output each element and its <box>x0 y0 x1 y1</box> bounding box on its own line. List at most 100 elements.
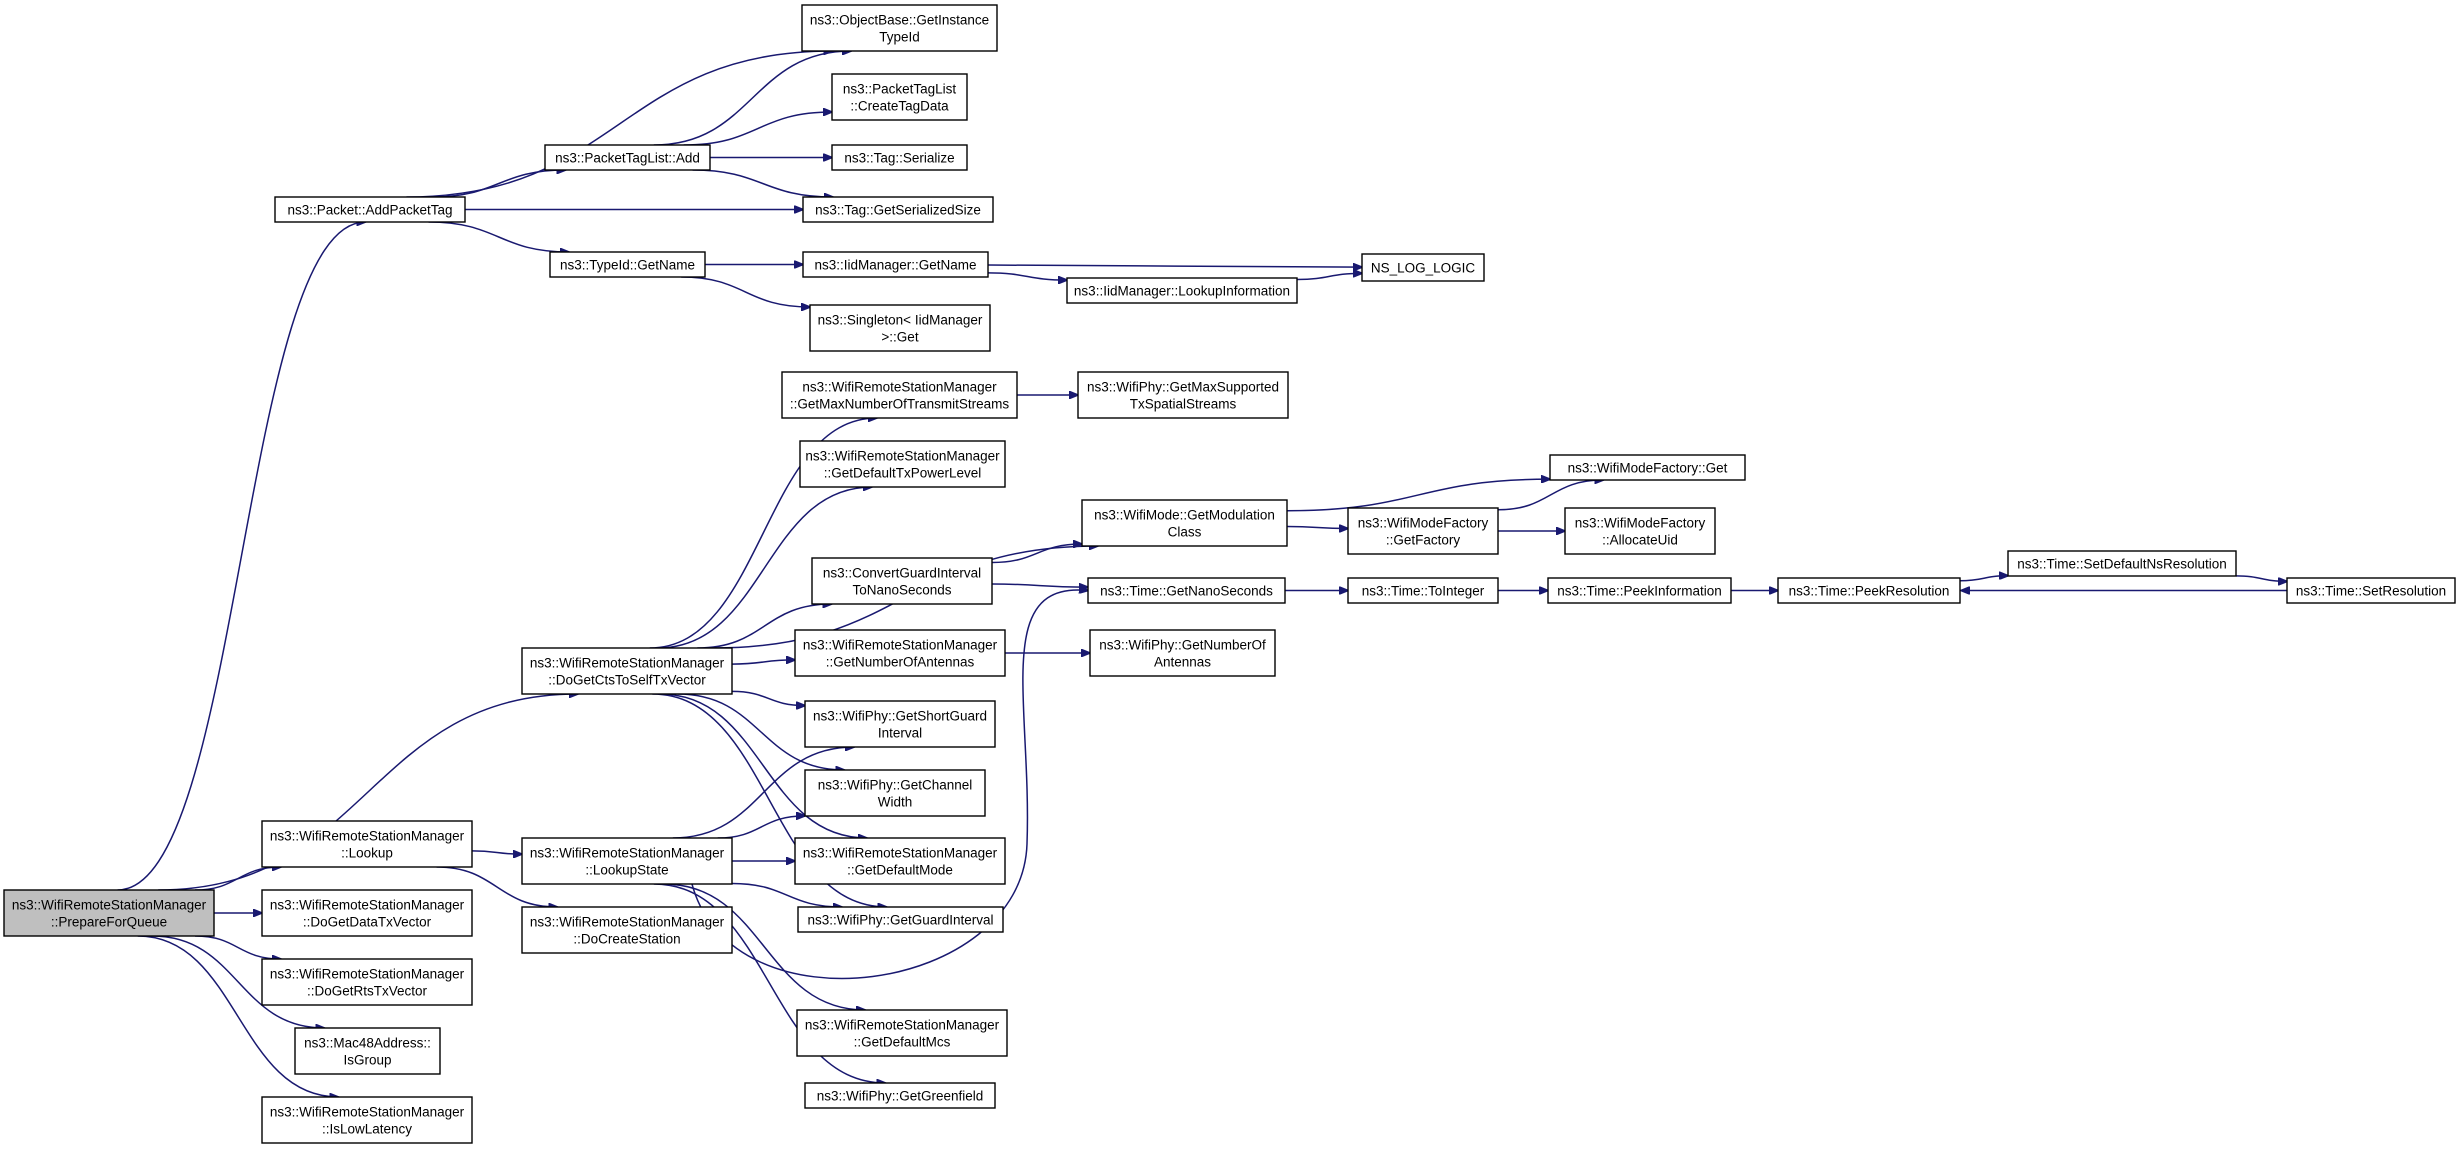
call-edge-timesetdefaultns-to-timesetres <box>2235 575 2287 582</box>
call-edge-convertgi-to-getmodclass <box>991 544 1082 564</box>
node-label-line: ::GetDefaultMode <box>847 863 953 878</box>
node-wmfallocateuid[interactable]: ns3::WifiModeFactory::AllocateUid <box>1564 507 1716 555</box>
node-label-line: TypeId <box>879 30 920 45</box>
node-label-line: ns3::TypeId::GetName <box>560 258 695 273</box>
node-phygetnumantennas[interactable]: ns3::WifiPhy::GetNumberOfAntennas <box>1089 629 1276 677</box>
node-wmfgetfactory[interactable]: ns3::WifiModeFactory::GetFactory <box>1347 507 1499 555</box>
node-box <box>261 820 473 868</box>
call-edge-addpackettag-to-typeidgetname <box>428 221 569 252</box>
node-timepeekres[interactable]: ns3::Time::PeekResolution <box>1777 577 1961 604</box>
node-islowlatency[interactable]: ns3::WifiRemoteStationManager::IsLowLate… <box>261 1096 473 1144</box>
node-label-line: ns3::WifiRemoteStationManager <box>530 656 725 671</box>
call-edge-root-to-lookup <box>194 867 281 891</box>
node-label-line: ::DoGetRtsTxVector <box>307 984 428 999</box>
node-timesetres[interactable]: ns3::Time::SetResolution <box>2286 577 2456 604</box>
node-taggetserializedsize[interactable]: ns3::Tag::GetSerializedSize <box>802 196 994 223</box>
node-box <box>3 889 215 937</box>
node-label-line: ns3::ObjectBase::GetInstance <box>810 13 989 28</box>
node-label-line: ::CreateTagData <box>850 99 949 114</box>
node-label-line: NS_LOG_LOGIC <box>1371 261 1476 276</box>
node-label-line: ns3::WifiRemoteStationManager <box>803 846 998 861</box>
node-lookup[interactable]: ns3::WifiRemoteStationManager::Lookup <box>261 820 473 868</box>
node-getdefaultmode[interactable]: ns3::WifiRemoteStationManager::GetDefaul… <box>794 837 1006 885</box>
node-docreatestation[interactable]: ns3::WifiRemoteStationManager::DoCreateS… <box>521 906 733 954</box>
node-box <box>1564 507 1716 555</box>
node-nslog[interactable]: NS_LOG_LOGIC <box>1361 253 1485 282</box>
node-wmfget[interactable]: ns3::WifiModeFactory::Get <box>1549 454 1746 481</box>
node-box <box>1347 507 1499 555</box>
node-getmaxsupported[interactable]: ns3::WifiPhy::GetMaxSupportedTxSpatialSt… <box>1077 371 1289 419</box>
node-label-line: ::GetFactory <box>1386 533 1461 548</box>
node-label-line: ns3::WifiPhy::GetGuardInterval <box>807 913 993 928</box>
node-isgroup[interactable]: ns3::Mac48Address::IsGroup <box>294 1027 441 1075</box>
node-iidgetname[interactable]: ns3::IidManager::GetName <box>802 251 989 278</box>
call-edge-root-to-addpackettag <box>117 222 366 891</box>
node-label-line: ns3::Time::SetResolution <box>2296 584 2446 599</box>
node-getmaxnumtx[interactable]: ns3::WifiRemoteStationManager::GetMaxNum… <box>781 371 1018 419</box>
node-box <box>804 1082 996 1109</box>
node-box <box>274 196 466 223</box>
node-label-line: ns3::WifiRemoteStationManager <box>270 967 465 982</box>
node-box <box>544 144 711 171</box>
node-iidlookupinfo[interactable]: ns3::IidManager::LookupInformation <box>1066 277 1298 304</box>
node-label-line: ns3::WifiRemoteStationManager <box>270 829 465 844</box>
node-label-line: ns3::WifiModeFactory::Get <box>1568 461 1728 476</box>
node-ptladd[interactable]: ns3::PacketTagList::Add <box>544 144 711 171</box>
call-edge-root-to-dogetrtstx <box>194 935 281 959</box>
call-edge-addpackettag-to-ptladd <box>431 170 566 198</box>
node-dogetdatatx[interactable]: ns3::WifiRemoteStationManager::DoGetData… <box>261 889 473 937</box>
call-edge-ptladd-to-taggetserializedsize <box>692 169 833 197</box>
node-root[interactable]: ns3::WifiRemoteStationManager::PrepareFo… <box>3 889 215 937</box>
call-edge-wmfgetfactory-to-wmfget <box>1497 480 1603 511</box>
node-dogetrtstx[interactable]: ns3::WifiRemoteStationManager::DoGetRtsT… <box>261 958 473 1006</box>
call-edge-getmodclass-to-wmfget <box>1286 479 1550 512</box>
node-box <box>549 251 706 278</box>
node-lookupstate[interactable]: ns3::WifiRemoteStationManager::LookupSta… <box>521 837 733 885</box>
node-box <box>802 196 994 223</box>
node-label-line: ns3::WifiRemoteStationManager <box>12 898 207 913</box>
node-label-line: ns3::WifiModeFactory <box>1575 516 1706 531</box>
node-typeidgetname[interactable]: ns3::TypeId::GetName <box>549 251 706 278</box>
node-getdefaulttxpower[interactable]: ns3::WifiRemoteStationManager::GetDefaul… <box>799 440 1006 488</box>
node-box <box>261 889 473 937</box>
call-edge-ptladd-to-getinstancetypeid <box>653 51 851 146</box>
node-tagserialize[interactable]: ns3::Tag::Serialize <box>831 144 968 171</box>
node-timesetdefaultns[interactable]: ns3::Time::SetDefaultNsResolution <box>2007 550 2237 577</box>
node-createtagdata[interactable]: ns3::PacketTagList::CreateTagData <box>831 73 968 121</box>
node-timegetnanoseconds[interactable]: ns3::Time::GetNanoSeconds <box>1087 577 1286 604</box>
node-label-line: ns3::Packet::AddPacketTag <box>287 203 452 218</box>
node-getdefaultmcs[interactable]: ns3::WifiRemoteStationManager::GetDefaul… <box>796 1009 1008 1057</box>
call-edge-lookup-to-docreatestation <box>436 866 558 907</box>
call-edge-dogetctstoself-to-getguardinterval <box>652 693 886 907</box>
node-box <box>1081 499 1288 547</box>
call-edge-getmodclass-to-wmfgetfactory <box>1286 526 1348 528</box>
node-label-line: ns3::WifiModeFactory <box>1358 516 1489 531</box>
node-timetointeger[interactable]: ns3::Time::ToInteger <box>1347 577 1499 604</box>
node-timepeekinfo[interactable]: ns3::Time::PeekInformation <box>1547 577 1732 604</box>
node-label-line: ns3::ConvertGuardInterval <box>823 566 981 581</box>
node-box <box>804 769 986 817</box>
node-label-line: ::PrepareForQueue <box>51 915 167 930</box>
node-box <box>521 837 733 885</box>
node-getnumantennas[interactable]: ns3::WifiRemoteStationManager::GetNumber… <box>794 629 1006 677</box>
node-singletonget[interactable]: ns3::Singleton< IidManager>::Get <box>809 304 991 352</box>
node-getgreenfield[interactable]: ns3::WifiPhy::GetGreenfield <box>804 1082 996 1109</box>
node-label-line: ns3::WifiRemoteStationManager <box>530 846 725 861</box>
node-box <box>1777 577 1961 604</box>
node-box <box>1087 577 1286 604</box>
call-edge-iidgetname-to-nslog <box>987 265 1362 267</box>
node-getguardinterval[interactable]: ns3::WifiPhy::GetGuardInterval <box>797 906 1004 933</box>
node-addpackettag[interactable]: ns3::Packet::AddPacketTag <box>274 196 466 223</box>
node-label-line: ns3::WifiRemoteStationManager <box>805 449 1000 464</box>
call-edge-dogetctstoself-to-getdefaulttxpower <box>657 487 872 649</box>
node-dogetctstoself[interactable]: ns3::WifiRemoteStationManager::DoGetCtsT… <box>521 647 733 695</box>
call-edge-lookupstate-to-getchannelwidth <box>717 816 805 839</box>
call-edge-dogetctstoself-to-getshortgi <box>731 690 805 705</box>
node-label-line: ::LookupState <box>585 863 668 878</box>
node-label-line: ns3::WifiPhy::GetMaxSupported <box>1087 380 1279 395</box>
